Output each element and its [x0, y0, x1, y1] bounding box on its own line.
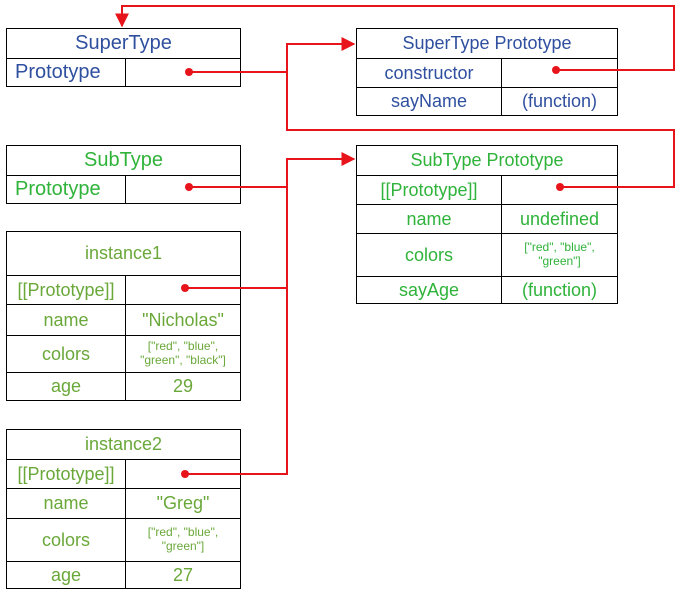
instance2-age-value: 27 [172, 564, 194, 585]
supertype-title: SuperType [75, 32, 172, 54]
instance2-name-value: "Greg" [156, 493, 210, 514]
sayname-value: (function) [521, 91, 598, 112]
subtype-box: SubType Prototype [6, 145, 241, 204]
subtype-name-label: name [357, 205, 502, 233]
subtype-prototype-box: SubType Prototype [[Prototype]] name und… [356, 145, 618, 304]
instance1-colors-line-2: "green", "black"] [140, 353, 226, 367]
supertype-prototype-value [126, 59, 240, 86]
sayage-value: (function) [521, 279, 598, 300]
subtype-proto-label: [[Prototype]] [357, 176, 502, 204]
instance1-name-value: "Nicholas" [142, 309, 224, 330]
instance2-age-label: age [7, 562, 126, 588]
instance1-colors-value: ["red", "blue", "green", "black"] [126, 336, 240, 372]
instance1-age-label: age [7, 373, 126, 400]
subtype-name-value: undefined [519, 208, 600, 229]
sayname-label: sayName [357, 88, 502, 115]
subtype-title: SubType [84, 149, 163, 171]
subtype-prototype-value [126, 176, 240, 203]
instance1-colors-label: colors [7, 336, 126, 372]
sayage-label: sayAge [357, 277, 502, 303]
instance1-title: instance1 [84, 243, 163, 264]
instance1-colors-line-1: ["red", "blue", [147, 339, 219, 354]
instance2-box: instance2 [[Prototype]] name "Greg" colo… [6, 429, 241, 589]
instance2-name-label: name [7, 489, 126, 518]
subtype-proto-value [502, 176, 617, 204]
instance1-name-label: name [7, 305, 126, 335]
subtype-colors-value: ["red", "blue", "green"] [502, 234, 617, 276]
constructor-value [502, 59, 617, 87]
instance2-proto-label: [[Prototype]] [7, 460, 126, 488]
instance1-age-value: 29 [172, 376, 194, 397]
instance2-proto-value [126, 460, 240, 488]
supertype-prototype-label: Prototype [7, 59, 126, 86]
subtype-colors-line-2: "green"] [538, 254, 581, 268]
instance2-colors-label: colors [7, 519, 126, 561]
supertype-prototype-box: SuperType Prototype constructor sayName … [356, 28, 618, 116]
subtype-colors-line-1: ["red", "blue", [524, 240, 595, 255]
instance1-proto-value [126, 276, 240, 304]
instance2-colors-value: ["red", "blue", "green"] [126, 519, 240, 561]
subtype-prototype-label: Prototype [7, 176, 126, 203]
supertype-prototype-title: SuperType Prototype [402, 33, 572, 54]
supertype-box: SuperType Prototype [6, 28, 241, 87]
instance2-colors-line-1: ["red", "blue", [147, 525, 219, 540]
instance1-box: instance1 [[Prototype]] name "Nicholas" … [6, 231, 241, 401]
subtype-colors-label: colors [357, 234, 502, 276]
instance1-proto-label: [[Prototype]] [7, 276, 126, 304]
instance2-title: instance2 [84, 434, 163, 455]
constructor-label: constructor [357, 59, 502, 87]
instance2-colors-line-2: "green"] [161, 539, 205, 553]
subtype-prototype-title: SubType Prototype [410, 150, 564, 171]
